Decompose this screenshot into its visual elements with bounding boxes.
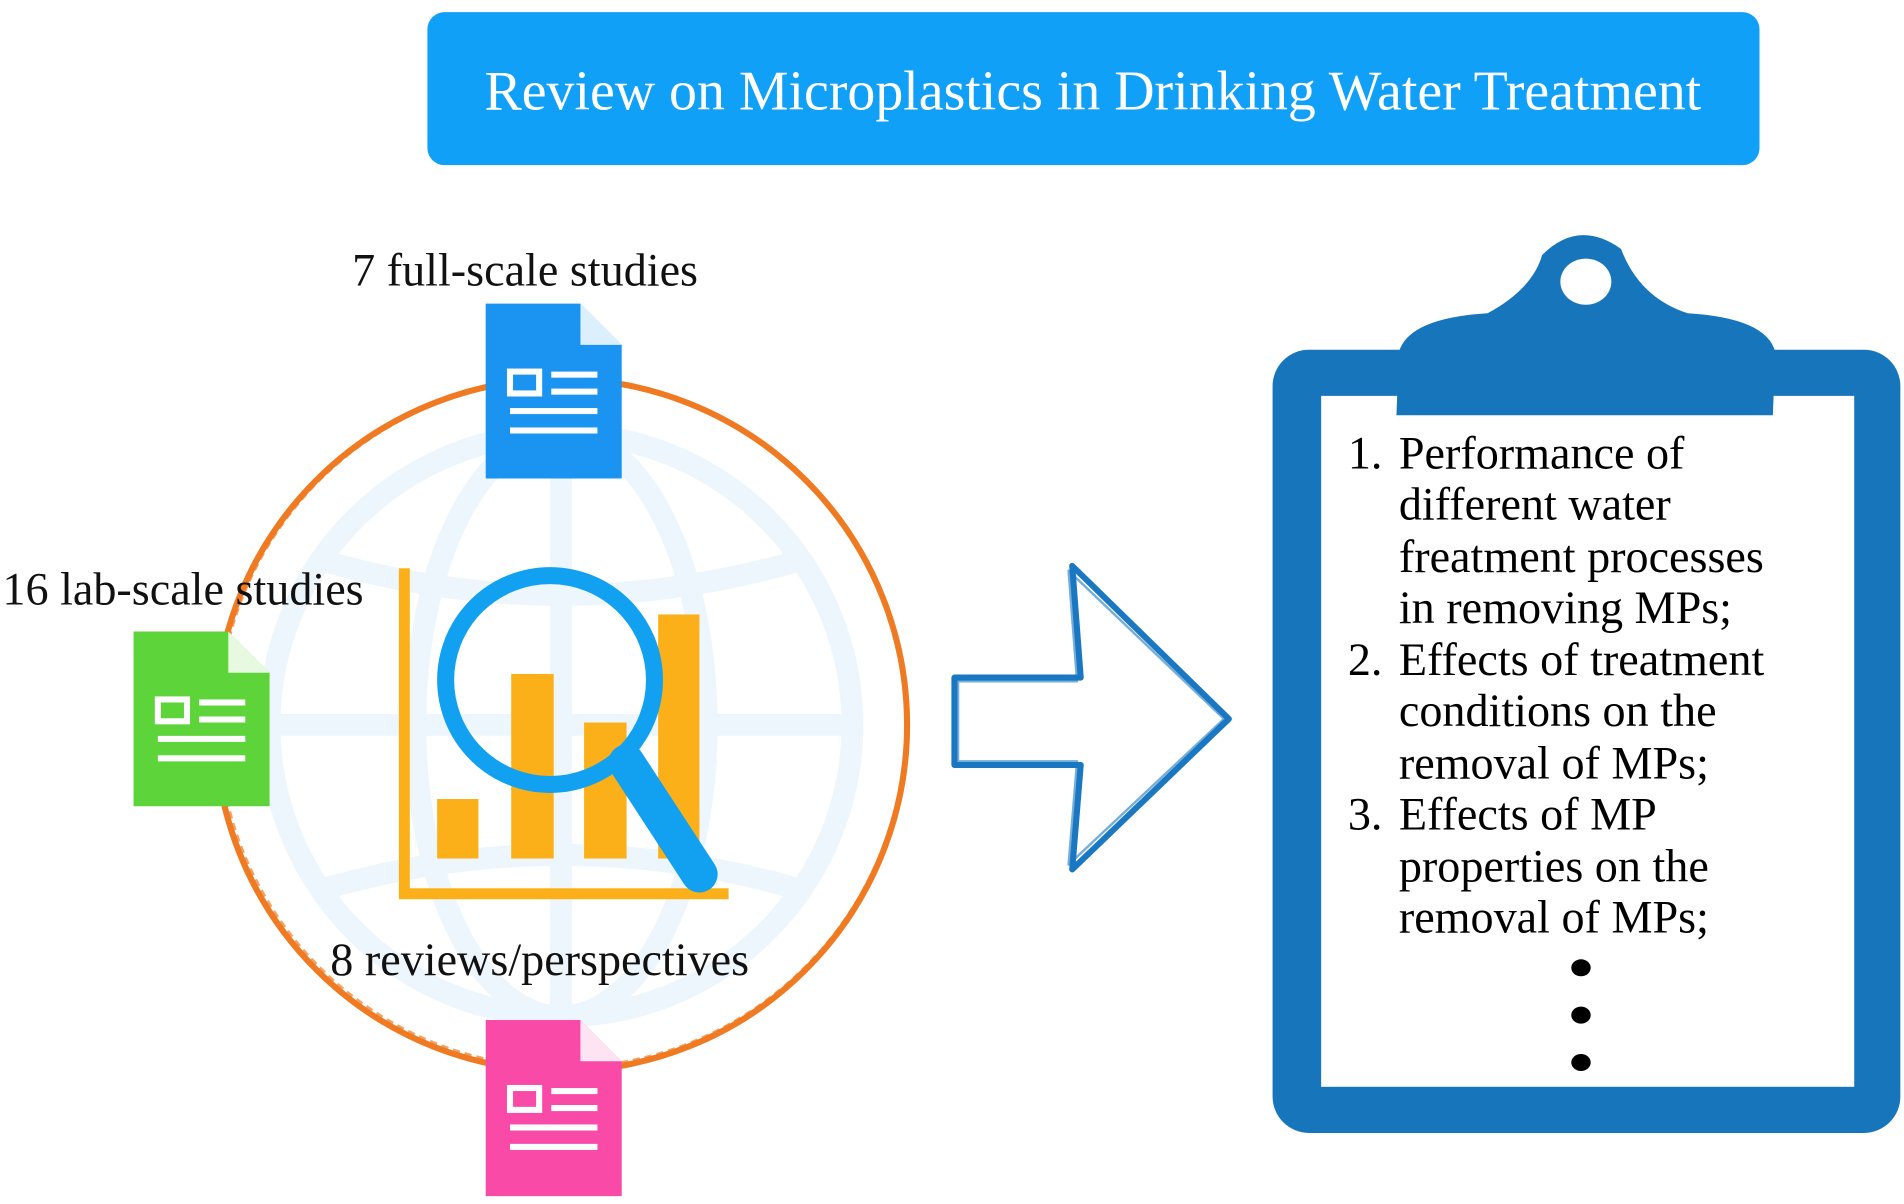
svg-text:Effects of treatment: Effects of treatment <box>1399 634 1765 685</box>
label-full-scale: 7 full-scale studies <box>352 244 698 295</box>
bar-chart-magnifier-icon <box>398 567 729 900</box>
label-reviews: 8 reviews/perspectives <box>330 934 749 985</box>
ellipsis-dots <box>1571 959 1591 1072</box>
arrow-right-icon <box>951 562 1232 873</box>
findings-list: 1. Performance of different water freatm… <box>1348 428 1765 1072</box>
globe-background <box>258 422 864 1028</box>
bar-3 <box>584 722 627 859</box>
finding-1: 1. Performance of different water freatm… <box>1348 428 1764 633</box>
svg-text:2.: 2. <box>1348 634 1383 685</box>
svg-text:freatment processes: freatment processes <box>1399 531 1764 582</box>
svg-text:Effects of MP: Effects of MP <box>1399 788 1657 839</box>
svg-text:Performance of: Performance of <box>1399 428 1685 479</box>
title-text: Review on Microplastics in Drinking Wate… <box>485 60 1702 122</box>
finding-3: 3. Effects of MP properties on the remov… <box>1348 788 1709 942</box>
document-icon-lab-scale <box>133 631 270 807</box>
finding-2: 2. Effects of treatment conditions on th… <box>1348 634 1765 788</box>
svg-text:removal of MPs;: removal of MPs; <box>1399 737 1709 788</box>
svg-text:3.: 3. <box>1348 788 1383 839</box>
svg-text:in removing MPs;: in removing MPs; <box>1399 582 1732 633</box>
bar-2 <box>511 673 554 859</box>
clipboard-icon <box>1272 235 1901 1133</box>
svg-text:1.: 1. <box>1348 428 1383 479</box>
svg-text:removal of MPs;: removal of MPs; <box>1399 892 1709 943</box>
svg-text:properties on the: properties on the <box>1399 841 1709 892</box>
svg-text:conditions on the: conditions on the <box>1399 685 1717 736</box>
magnifier-handle <box>608 744 718 893</box>
svg-text:different water: different water <box>1399 479 1671 530</box>
document-icon-full-scale <box>485 303 622 479</box>
magnifier-lens <box>437 567 663 793</box>
bar-1 <box>437 799 479 859</box>
title-banner: Review on Microplastics in Drinking Wate… <box>427 12 1760 166</box>
label-lab-scale: 16 lab-scale studies <box>2 564 363 615</box>
document-icon-reviews <box>485 1020 622 1197</box>
